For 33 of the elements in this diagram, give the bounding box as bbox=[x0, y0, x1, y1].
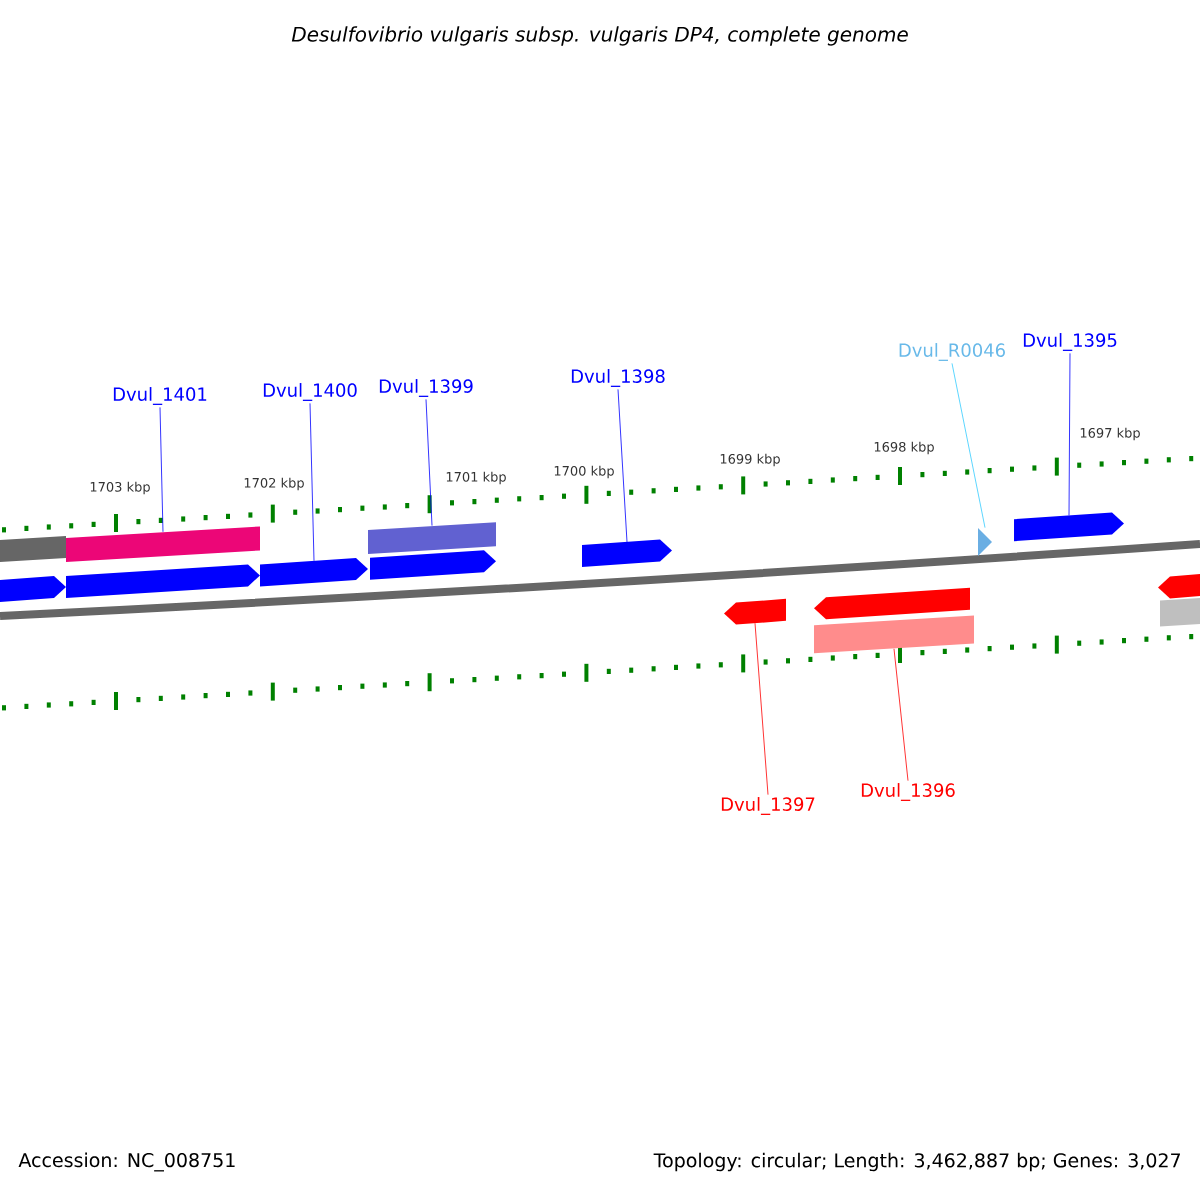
gene-label: Dvul_1401 bbox=[113, 387, 207, 405]
leader-line bbox=[425, 398, 433, 526]
gene-block bbox=[582, 539, 672, 567]
gene-label: Dvul_1397 bbox=[721, 797, 815, 815]
accession-text: Accession: NC_008751 bbox=[18, 1152, 235, 1172]
leader-line bbox=[951, 362, 986, 528]
feature-bar bbox=[66, 526, 260, 562]
gene-block bbox=[814, 587, 970, 620]
leader-line bbox=[617, 388, 628, 543]
leader-line bbox=[754, 622, 769, 796]
leader-line bbox=[309, 402, 315, 562]
feature-bar bbox=[1160, 598, 1200, 627]
gene-block bbox=[724, 598, 786, 625]
leader-line bbox=[1068, 352, 1071, 516]
leader-line bbox=[893, 648, 909, 782]
feature-bar bbox=[0, 536, 66, 562]
feature-bar bbox=[368, 522, 496, 554]
gene-label: Dvul_R0046 bbox=[899, 343, 1005, 361]
gene-block bbox=[370, 550, 496, 580]
gene-block bbox=[260, 558, 368, 587]
feature-bar bbox=[814, 615, 974, 654]
leader-line bbox=[159, 406, 164, 533]
gene-label: Dvul_1400 bbox=[263, 383, 357, 401]
gene-label: Dvul_1398 bbox=[571, 369, 665, 387]
genome-info-text: Topology: circular; Length: 3,462,887 bp; Genes: 3,027 bbox=[653, 1152, 1180, 1172]
gene-label: Dvul_1396 bbox=[861, 783, 955, 801]
gene-label: Dvul_1399 bbox=[379, 379, 473, 397]
gene-block bbox=[1158, 574, 1200, 599]
gene-block bbox=[1014, 512, 1124, 542]
title: Desulfovibrio vulgaris subsp. vulgaris DP4, complete genome bbox=[291, 26, 908, 46]
gene-marker bbox=[978, 528, 992, 556]
gene-label: Dvul_1395 bbox=[1023, 333, 1117, 351]
gene-block bbox=[0, 576, 66, 602]
